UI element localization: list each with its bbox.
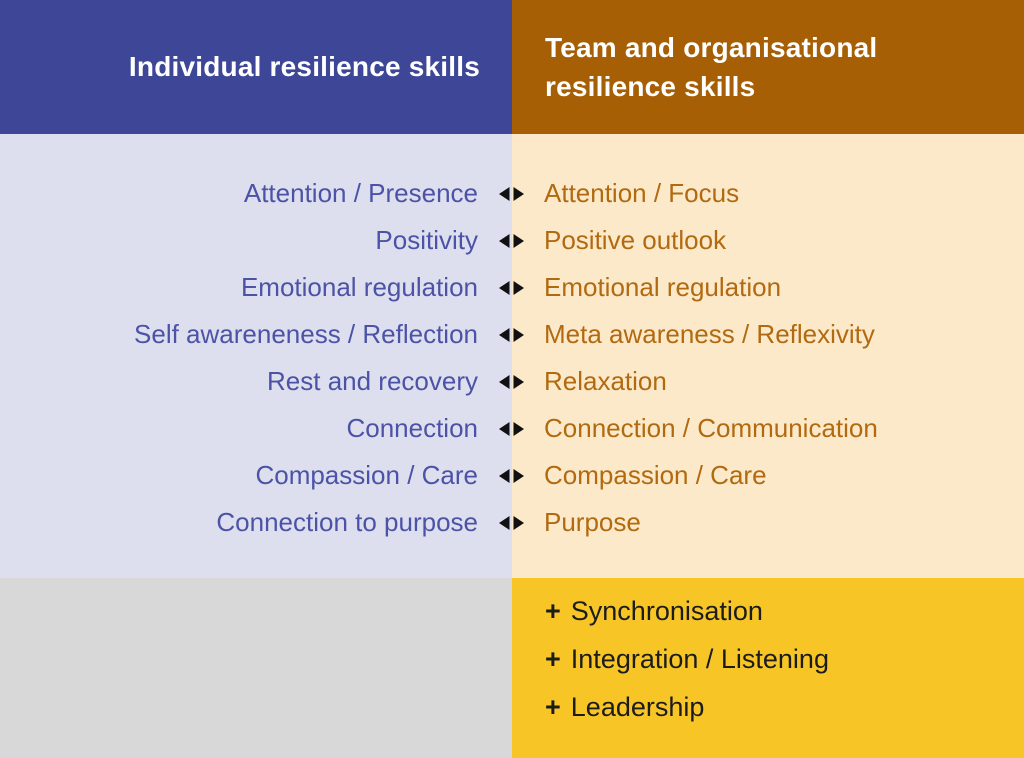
plus-icon: + bbox=[545, 692, 561, 722]
plus-icon: + bbox=[545, 596, 561, 626]
team-skills-panel bbox=[512, 134, 1024, 578]
skill-pair-row: Compassion / Care Compassion / Care bbox=[0, 452, 1024, 499]
additional-skill-label: Synchronisation bbox=[570, 596, 763, 626]
skill-pair-row: Connection to purpose Purpose bbox=[0, 499, 1024, 546]
individual-skill-label: Connection bbox=[346, 413, 478, 443]
skill-pair-row: Attention / Presence Attention / Focus bbox=[0, 170, 1024, 217]
skill-pair-row: Connection Connection / Communication bbox=[0, 405, 1024, 452]
additional-skill-label: Leadership bbox=[570, 692, 705, 722]
individual-skill-label: Emotional regulation bbox=[240, 272, 478, 302]
left-right-arrow-icon bbox=[478, 233, 544, 248]
left-right-arrow-icon bbox=[478, 186, 544, 201]
bottom-row: + Synchronisation + Integration / Listen… bbox=[0, 578, 1024, 758]
additional-team-skill: + Integration / Listening bbox=[545, 644, 1024, 692]
left-right-arrow-icon bbox=[478, 374, 544, 389]
left-right-arrow-icon bbox=[478, 421, 544, 436]
team-skills-header: Team and organisational resilience skill… bbox=[512, 0, 1024, 134]
skill-pair-row: Self awareneness / Reflection Meta aware… bbox=[0, 311, 1024, 358]
header-row: Individual resilience skills Team and or… bbox=[0, 0, 1024, 134]
skill-pair-row: Emotional regulation Emotional regulatio… bbox=[0, 264, 1024, 311]
individual-skill-label: Positivity bbox=[375, 225, 478, 255]
skill-pair-row: Rest and recovery Relaxation bbox=[0, 358, 1024, 405]
team-skill-label: Relaxation bbox=[544, 366, 667, 396]
team-skill-label: Compassion / Care bbox=[544, 460, 767, 490]
left-right-arrow-icon bbox=[478, 280, 544, 295]
team-skill-label: Positive outlook bbox=[544, 225, 727, 255]
left-right-arrow-icon bbox=[478, 327, 544, 342]
additional-skill-label: Integration / Listening bbox=[570, 644, 829, 674]
individual-skill-label: Connection to purpose bbox=[216, 507, 478, 537]
individual-skills-panel bbox=[0, 134, 512, 578]
left-right-arrow-icon bbox=[478, 515, 544, 530]
individual-skill-label: Attention / Presence bbox=[243, 178, 478, 208]
left-right-arrow-icon bbox=[478, 468, 544, 483]
additional-team-skills-panel: + Synchronisation + Integration / Listen… bbox=[512, 578, 1024, 758]
plus-icon: + bbox=[545, 644, 561, 674]
additional-team-skill: + Leadership bbox=[545, 692, 1024, 740]
team-skill-label: Emotional regulation bbox=[544, 272, 782, 302]
individual-skill-label: Compassion / Care bbox=[255, 460, 478, 490]
additional-team-skill: + Synchronisation bbox=[545, 596, 1024, 644]
team-skill-label: Purpose bbox=[544, 507, 641, 537]
team-skill-label: Meta awareness / Reflexivity bbox=[544, 319, 875, 349]
individual-skill-label: Self awareneness / Reflection bbox=[134, 319, 478, 349]
individual-skill-label: Rest and recovery bbox=[267, 366, 478, 396]
individual-skills-header: Individual resilience skills bbox=[0, 0, 512, 134]
skill-pair-row: Positivity Positive outlook bbox=[0, 217, 1024, 264]
team-skill-label: Attention / Focus bbox=[544, 178, 740, 208]
skills-comparison-section: Attention / Presence Attention / Focus P… bbox=[0, 134, 1024, 578]
empty-gray-panel bbox=[0, 578, 512, 758]
individual-skills-title: Individual resilience skills bbox=[128, 51, 480, 82]
skill-pair-rows: Attention / Presence Attention / Focus P… bbox=[0, 134, 1024, 546]
team-skill-label: Connection / Communication bbox=[544, 413, 878, 443]
team-skills-title: Team and organisational resilience skill… bbox=[545, 31, 878, 102]
